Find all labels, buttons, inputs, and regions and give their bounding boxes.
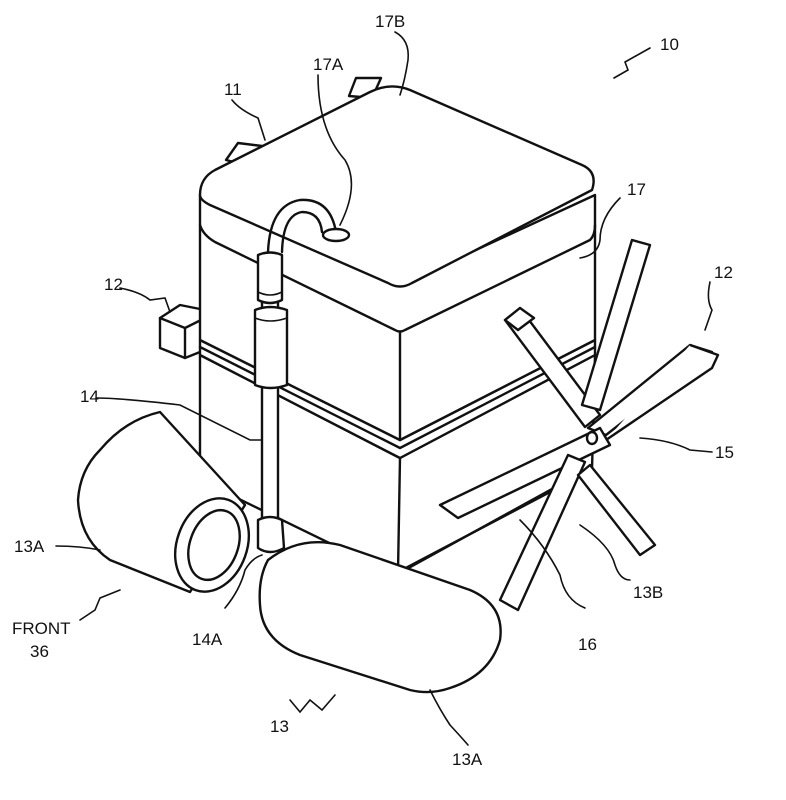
label-14: 14 <box>80 387 99 406</box>
housing-upper-body <box>198 193 597 442</box>
label-13A-left: 13A <box>14 537 45 556</box>
label-front: FRONT <box>12 619 71 638</box>
vertical-tube <box>253 251 289 554</box>
side-flange-left <box>158 303 207 360</box>
label-12-right: 12 <box>714 263 733 282</box>
label-17B: 17B <box>375 12 405 31</box>
label-11: 11 <box>224 80 242 99</box>
label-16: 16 <box>578 635 597 654</box>
label-15: 15 <box>715 443 734 462</box>
label-13A-bottom: 13A <box>452 750 483 769</box>
star-wheel <box>438 238 714 612</box>
label-13B: 13B <box>633 583 663 602</box>
label-14A: 14A <box>192 630 223 649</box>
label-17A: 17A <box>313 55 344 74</box>
label-12-left: 12 <box>104 275 123 294</box>
label-10: 10 <box>660 35 679 54</box>
front-duct <box>258 541 502 694</box>
reference-labels: 10 17B 17A 11 17 12 12 14 15 13A 13B FRO… <box>12 12 734 769</box>
leader-lines <box>55 31 713 746</box>
front-cylinder-left <box>76 410 250 594</box>
label-36: 36 <box>30 642 49 661</box>
side-flange-right <box>605 343 720 441</box>
label-13: 13 <box>270 717 289 736</box>
lid-top <box>198 85 595 288</box>
hose-curve <box>266 198 351 254</box>
label-17: 17 <box>627 180 646 199</box>
